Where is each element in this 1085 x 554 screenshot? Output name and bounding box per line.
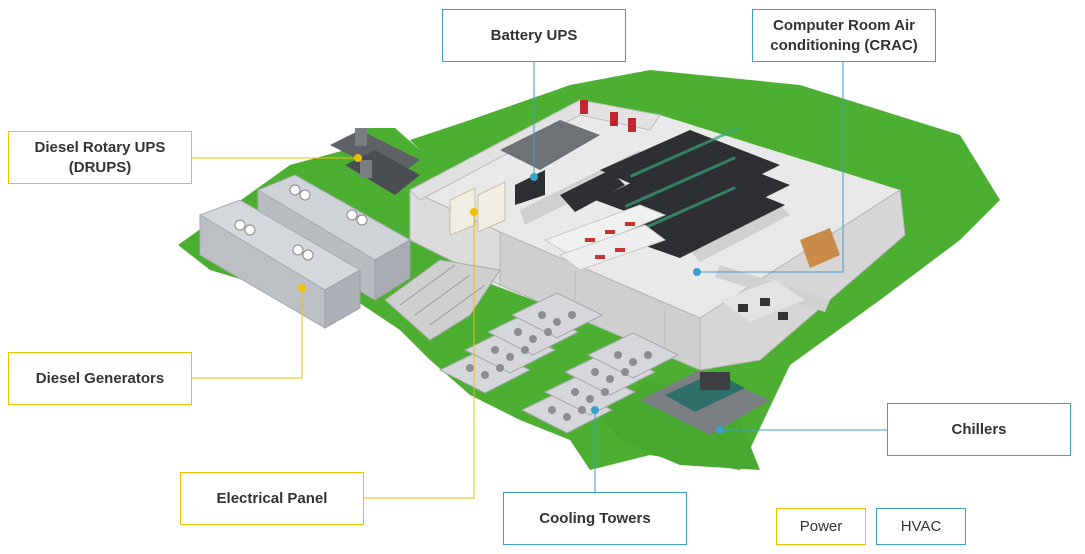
drups-text: Diesel Rotary UPS (DRUPS): [34, 138, 166, 176]
drups-label: Diesel Rotary UPS (DRUPS): [8, 131, 192, 184]
diesel-generators-label: Diesel Generators: [8, 352, 192, 405]
cooling-towers-label: Cooling Towers: [503, 492, 687, 545]
chillers: [640, 370, 770, 435]
legend-hvac-text: HVAC: [900, 518, 942, 535]
cooling-towers-text: Cooling Towers: [539, 509, 651, 527]
electrical-panel-label: Electrical Panel: [180, 472, 364, 525]
battery-ups-text: Battery UPS: [490, 26, 578, 44]
power-leader-lines: [192, 157, 475, 499]
crac-text: Computer Room Air conditioning (CRAC): [770, 16, 918, 54]
drups-units: [330, 128, 420, 195]
hvac-leader-lines: [533, 62, 887, 492]
diesel-generators: [198, 174, 412, 329]
crac-units: [543, 204, 667, 271]
crac-label: Computer Room Air conditioning (CRAC): [752, 9, 936, 62]
control-room: [720, 228, 840, 322]
legend-power-text: Power: [799, 518, 843, 535]
interior-wall: [690, 205, 790, 262]
legend-power: Power: [776, 508, 866, 545]
chillers-label: Chillers: [887, 403, 1071, 456]
electrical-panels: [449, 181, 506, 236]
loading-ramp: [384, 259, 501, 341]
cooling-tower-fans: [466, 311, 652, 421]
electrical-panel-text: Electrical Panel: [216, 489, 328, 507]
chillers-text: Chillers: [951, 420, 1007, 438]
legend-hvac: HVAC: [876, 508, 966, 545]
grass-patch: [595, 380, 760, 470]
building-wall-right: [699, 189, 906, 371]
battery-ups-label: Battery UPS: [442, 9, 626, 62]
power-leader-dots: [298, 154, 478, 292]
diesel-generators-text: Diesel Generators: [35, 369, 165, 387]
server-rack-lights: [624, 126, 741, 238]
hvac-leader-dots: [530, 173, 724, 434]
